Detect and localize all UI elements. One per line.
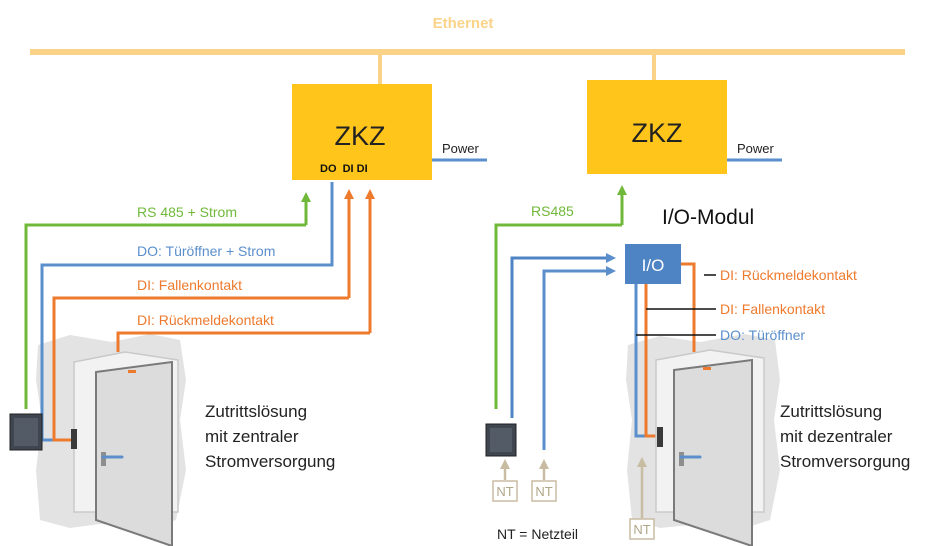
- rs485-line-right: [494, 223, 622, 409]
- io-feedback-line: [681, 262, 696, 352]
- psu-door: NT: [629, 457, 655, 540]
- door-illustration-right: [655, 349, 765, 546]
- door-opener-line: [40, 182, 334, 442]
- power-label-right: Power: [737, 141, 775, 156]
- ethernet-label: Ethernet: [433, 15, 494, 32]
- zkz-controller-label: ZKZ: [335, 121, 386, 151]
- door-illustration: [71, 351, 179, 546]
- svg-text:NT: NT: [633, 522, 650, 537]
- card-reader: [9, 413, 43, 451]
- zkz-port-labels: DO DI DI: [320, 163, 368, 175]
- psu-io-module: NT: [531, 459, 557, 502]
- io-module-box: [625, 244, 681, 284]
- rs485-label: RS 485 + Strom: [137, 204, 237, 220]
- zkz-controller-box-right: [587, 80, 727, 174]
- io-module-label: I/O: [642, 256, 665, 275]
- card-reader-right: [485, 423, 517, 457]
- zkz-controller-box: [292, 84, 432, 180]
- io-door-opener-label: DO: Türöffner: [720, 327, 805, 343]
- svg-text:NT: NT: [535, 484, 552, 499]
- feedback-contact-line: [116, 331, 370, 352]
- latch-contact-line: [52, 296, 349, 442]
- right-system: ZKZ Power RS485 I/O-Modul I/O DI: Rückme…: [485, 80, 910, 546]
- latch-contact-label: DI: Fallenkontakt: [137, 277, 242, 293]
- feedback-contact-label: DI: Rückmeldekontakt: [137, 312, 274, 328]
- ethernet-bus: Ethernet: [30, 15, 905, 84]
- door-opener-label: DO: Türöffner + Strom: [137, 243, 275, 259]
- svg-text:NT: NT: [496, 484, 513, 499]
- io-module-title: I/O-Modul: [662, 206, 754, 229]
- left-caption: Zutrittslösung mit zentraler Stromversor…: [205, 402, 335, 471]
- left-system: ZKZ DO DI DI Power RS 485 + Strom DO: Tü…: [9, 84, 487, 546]
- rs485-line: [24, 223, 306, 409]
- io-latch-label: DI: Fallenkontakt: [720, 301, 825, 317]
- io-feedback-label: DI: Rückmeldekontakt: [720, 267, 857, 283]
- right-caption: Zutrittslösung mit dezentraler Stromvers…: [780, 402, 910, 471]
- psu-reader: NT: [492, 459, 518, 502]
- io-power-line-2: [542, 266, 616, 450]
- io-power-line-1: [510, 253, 616, 418]
- rs485-label-right: RS485: [531, 203, 574, 219]
- psu-legend: NT = Netzteil: [497, 526, 578, 542]
- power-label: Power: [442, 141, 480, 156]
- zkz-controller-label-right: ZKZ: [632, 118, 683, 148]
